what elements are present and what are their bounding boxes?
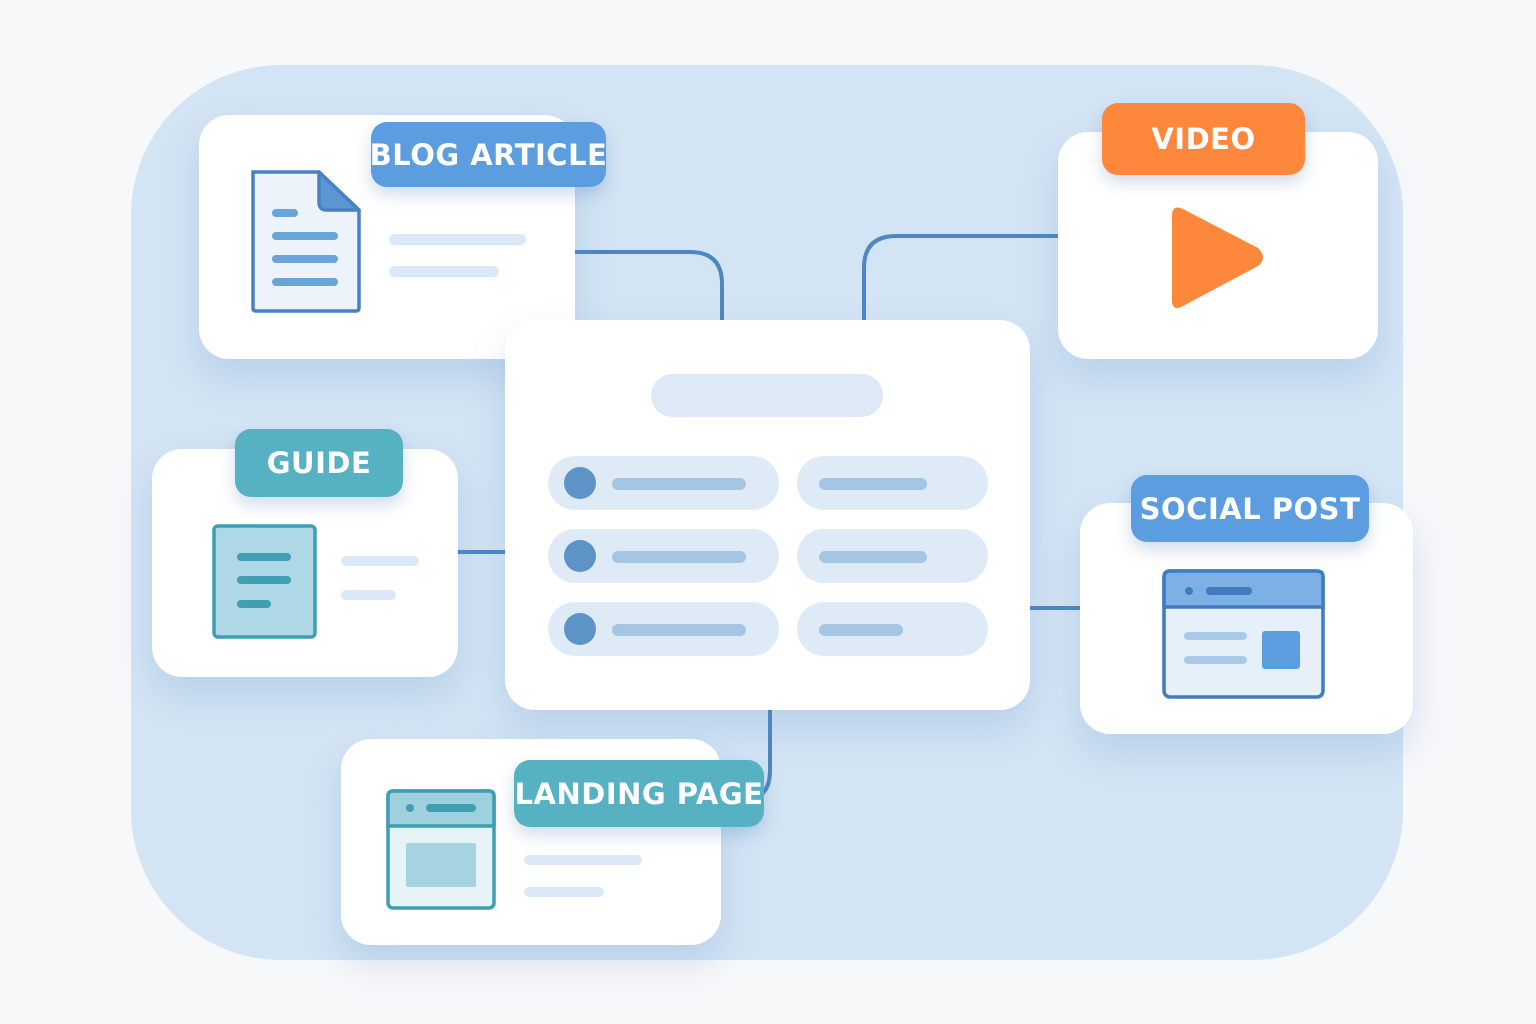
text-line-placeholder: [819, 624, 903, 636]
guide-icon: [212, 524, 317, 639]
web-page-icon: [386, 789, 496, 910]
social-post-badge: SOCIAL POST: [1131, 475, 1369, 542]
document-icon: [251, 170, 361, 313]
hub-title-placeholder: [651, 374, 883, 417]
bullet-icon: [564, 613, 596, 645]
list-item: [548, 456, 779, 510]
text-line-placeholder: [612, 624, 746, 636]
text-line-placeholder: [341, 556, 419, 566]
guide-badge: GUIDE: [235, 429, 403, 497]
text-line-placeholder: [341, 590, 396, 600]
text-line-placeholder: [819, 478, 927, 490]
list-item: [797, 456, 988, 510]
list-item: [548, 529, 779, 583]
list-item: [548, 602, 779, 656]
hub-card: [505, 320, 1030, 710]
bullet-icon: [564, 467, 596, 499]
text-line-placeholder: [524, 855, 642, 865]
video-badge: VIDEO: [1102, 103, 1305, 175]
text-line-placeholder: [612, 478, 746, 490]
text-line-placeholder: [612, 551, 746, 563]
text-line-placeholder: [389, 266, 499, 277]
text-line-placeholder: [524, 887, 604, 897]
text-line-placeholder: [819, 551, 927, 563]
connector-blog: [575, 250, 724, 320]
play-icon: [1172, 207, 1263, 308]
list-item: [797, 602, 988, 656]
blog-article-badge: BLOG ARTICLE: [370, 122, 607, 187]
browser-window-icon: [1162, 569, 1325, 699]
text-line-placeholder: [389, 234, 526, 245]
bullet-icon: [564, 540, 596, 572]
list-item: [797, 529, 988, 583]
landing-page-badge: LANDING PAGE: [514, 760, 764, 827]
connector-video: [862, 234, 1058, 320]
